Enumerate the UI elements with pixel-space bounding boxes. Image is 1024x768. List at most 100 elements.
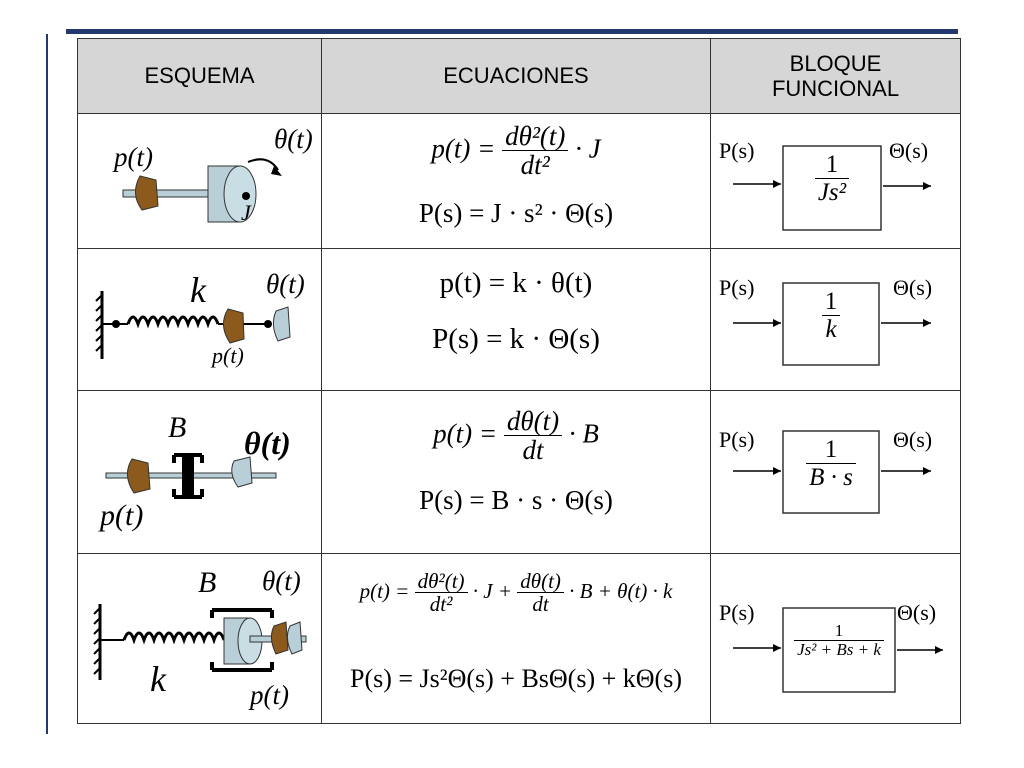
label-spring: k	[150, 659, 166, 699]
block-input: P(s)	[719, 138, 755, 163]
output-gear-icon	[231, 456, 253, 488]
torque-gear-icon	[135, 175, 159, 211]
header-esquema: ESQUEMA	[77, 38, 322, 114]
block-output: Θ(s)	[893, 275, 933, 300]
table-row-combined: B θ(t) k p(t) p(t) = dθ²(t)dt² · J + dθ(…	[77, 553, 961, 724]
block-diagram-combined	[733, 607, 943, 693]
fraction-num-a: dθ²(t)	[414, 570, 468, 594]
table-row-damper: B θ(t) p(t) p(t) = dθ(t)dt · B P(s) = B …	[77, 390, 961, 554]
table-row-inertia: p(t) θ(t) J p(t) = dθ²(t)dt² · J P(s) = …	[77, 113, 961, 249]
equations-inertia: p(t) = dθ²(t)dt² · J P(s) = J · s² · Θ(s…	[321, 113, 711, 249]
tf-den: B · s	[809, 464, 853, 492]
block-diagram-damper	[733, 430, 931, 514]
equation-time-spring: p(t) = k · θ(t)	[439, 267, 593, 299]
header-row: ESQUEMA ECUACIONES BLOQUE FUNCIONAL	[77, 38, 961, 114]
block-input: P(s)	[719, 275, 755, 300]
tf-num: 1	[806, 436, 856, 465]
eq-mid: · J +	[472, 578, 513, 603]
header-bloque-line1: BLOQUE	[789, 50, 882, 76]
fraction: dθ(t)dt	[503, 407, 563, 466]
tf-num: 1	[814, 151, 850, 180]
rotation-arrow-icon	[247, 158, 279, 171]
tf-den: Js²	[817, 179, 847, 207]
header-bloque-line2: FUNCIONAL	[771, 76, 900, 101]
fraction-a: dθ²(t)dt²	[414, 570, 468, 617]
eq-lhs: p(t) =	[431, 133, 496, 164]
block-input: P(s)	[719, 427, 755, 452]
schema-combined: B θ(t) k p(t)	[77, 553, 322, 724]
block-diagram-spring	[733, 282, 931, 366]
eq-rhs: · J	[575, 133, 601, 164]
header-bloque-funcional: BLOQUE FUNCIONAL	[710, 38, 961, 114]
equations-damper: p(t) = dθ(t)dt · B P(s) = B · s · Θ(s)	[321, 390, 711, 554]
damper-diagram	[105, 453, 277, 499]
torque-gear-icon	[127, 458, 151, 494]
fraction-num: dθ(t)	[503, 407, 563, 437]
top-rule	[66, 29, 958, 34]
fraction-den: dt²	[520, 150, 550, 181]
equation-time-inertia: p(t) = dθ²(t)dt² · J	[322, 122, 710, 181]
equation-time-combined: p(t) = dθ²(t)dt² · J + dθ(t)dt · B + θ(t…	[322, 570, 710, 616]
eq-rhs: · B	[568, 418, 599, 449]
label-spring: k	[190, 270, 206, 310]
label-torque: p(t)	[100, 499, 144, 532]
equation-laplace-damper: P(s) = B · s · Θ(s)	[419, 485, 613, 515]
label-damper: B	[168, 411, 187, 444]
schema-inertia: p(t) θ(t) J	[77, 113, 322, 249]
fraction: dθ²(t)dt²	[502, 122, 569, 181]
inertia-disk-icon	[223, 165, 257, 223]
damper-icon	[210, 608, 274, 672]
label-angle: θ(t)	[244, 425, 291, 461]
block-output: Θ(s)	[889, 138, 929, 163]
header-ecuaciones: ECUACIONES	[321, 38, 711, 114]
spring-icon	[122, 631, 226, 645]
label-angle: θ(t)	[266, 269, 305, 299]
inertia-diagram	[122, 158, 282, 223]
eq-lhs: p(t) =	[433, 418, 498, 449]
equation-laplace-combined: P(s) = Js²Θ(s) + BsΘ(s) + kΘ(s)	[349, 664, 682, 693]
tf-num: 1	[794, 622, 884, 641]
tf-num: 1	[821, 288, 841, 317]
eq-lhs: p(t) =	[359, 578, 410, 603]
output-gear-icon	[286, 621, 303, 655]
block-output: Θ(s)	[893, 427, 933, 452]
fraction-den-b: dt	[532, 592, 549, 617]
fraction-num: dθ²(t)	[502, 122, 569, 152]
label-angle: θ(t)	[262, 566, 301, 596]
label-inertia: J	[241, 200, 251, 225]
spring-icon	[126, 315, 220, 329]
label-angle: θ(t)	[274, 124, 313, 154]
equation-laplace-inertia: P(s) = J · s² · Θ(s)	[418, 198, 614, 228]
tf-den: k	[825, 316, 837, 344]
left-rule	[46, 34, 48, 734]
output-gear-icon	[272, 306, 291, 342]
label-torque: p(t)	[212, 343, 244, 368]
fraction-den: dt	[522, 435, 544, 466]
fraction-den-a: dt²	[429, 592, 453, 617]
block-diagram-inertia	[733, 145, 931, 231]
schema-spring: k θ(t) p(t)	[77, 248, 322, 391]
spring-diagram	[95, 291, 291, 359]
equation-time-damper: p(t) = dθ(t)dt · B	[322, 407, 710, 466]
fraction-b: dθ(t)dt	[517, 570, 564, 616]
equation-laplace-spring: P(s) = k · Θ(s)	[432, 323, 600, 355]
combined-diagram	[93, 604, 307, 680]
label-damper: B	[198, 566, 217, 599]
block-input: P(s)	[719, 600, 755, 625]
block-output: Θ(s)	[897, 600, 937, 625]
label-torque: p(t)	[114, 142, 153, 172]
eq-rhs: · B + θ(t) · k	[569, 578, 673, 603]
table-row-spring: k θ(t) p(t) p(t) = k · θ(t) P(s) = k · Θ…	[77, 248, 961, 391]
torque-gear-icon	[270, 621, 289, 655]
mechanical-elements-table: ESQUEMA ECUACIONES BLOQUE FUNCIONAL p(t)…	[77, 38, 961, 724]
equations-spring: p(t) = k · θ(t) P(s) = k · Θ(s)	[321, 248, 711, 391]
